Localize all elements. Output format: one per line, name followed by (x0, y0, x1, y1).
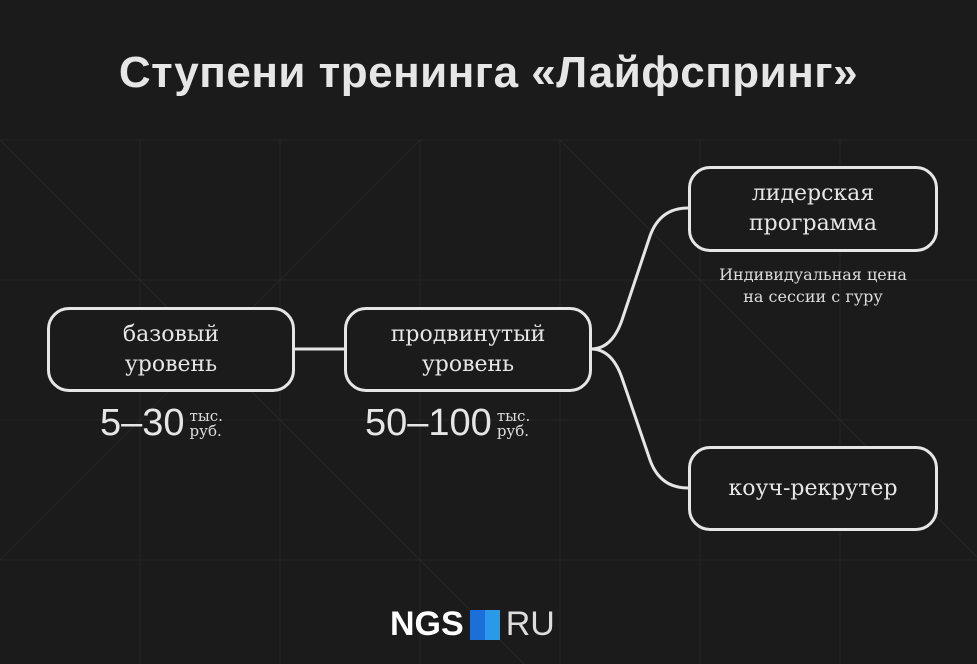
note-line: Индивидуальная цена (719, 265, 907, 284)
price-unit: руб. (496, 421, 530, 440)
node-basic-level: базовый уровень (47, 307, 295, 392)
ngs-logo: NGS RU (390, 605, 555, 644)
price-value: 5–30 (100, 402, 185, 444)
connector-advanced-leader (590, 206, 689, 351)
leader-price-note: Индивидуальная цена на сессии с гуру (680, 264, 946, 308)
price-unit: руб. (189, 421, 222, 440)
note-line: на сессии с гуру (743, 287, 883, 306)
page-title: Ступени тренинга «Лайфспринг» (118, 48, 859, 97)
price-unit: тыс. (496, 406, 531, 425)
node-advanced-level: продвинутый уровень (344, 307, 592, 392)
node-label: продвинутый (390, 321, 546, 347)
node-label: лидерская (751, 181, 875, 206)
node-label: базовый (122, 321, 220, 347)
node-label: уровень (421, 351, 515, 377)
logo-text-ru: RU (505, 605, 555, 643)
basic-price: 5–30 тыс.руб. (100, 402, 223, 445)
price-value: 50–100 (365, 402, 492, 444)
node-coach-recruiter: коуч-рекрутер (688, 446, 938, 531)
node-label: коуч-рекрутер (728, 475, 898, 501)
price-unit: тыс. (189, 406, 223, 425)
advanced-price: 50–100 тыс.руб. (365, 402, 530, 445)
logo-text-ngs: NGS (390, 605, 464, 643)
connectors (295, 206, 689, 490)
node-label: уровень (124, 351, 218, 377)
node-leader-program: лидерская программа (688, 166, 938, 252)
node-label: программа (748, 211, 878, 236)
connector-advanced-coach (590, 347, 689, 490)
logo-square-icon (469, 609, 500, 640)
